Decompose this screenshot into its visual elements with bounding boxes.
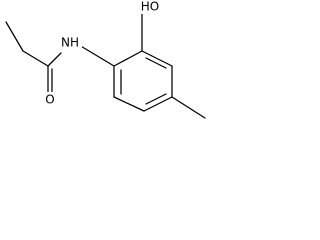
bond-nitrogen-ring xyxy=(78,44,115,67)
ring-bond-4 xyxy=(143,96,173,112)
bond-ring-methyl xyxy=(171,96,206,119)
ring-bond-1 xyxy=(113,50,143,67)
amide-nitrogen-label: NH xyxy=(61,36,79,50)
bond-carbonyl-nitrogen xyxy=(47,52,62,67)
bond-ethyl-terminal xyxy=(5,21,24,52)
bond-ethyl-carbonyl xyxy=(22,50,49,67)
ring-bond-5 xyxy=(113,96,145,112)
amide-nitrogen-label-mask xyxy=(58,35,82,51)
ring-inner-bond-2 xyxy=(145,57,167,69)
ring-bond-2 xyxy=(141,50,173,67)
molecule-structure: HO NH O xyxy=(5,0,206,119)
carbonyl-oxygen-label-mask xyxy=(43,92,57,108)
carbonyl-oxygen-label: O xyxy=(45,93,54,107)
ring-inner-bond-3 xyxy=(145,93,167,105)
hydroxyl-label-mask xyxy=(138,0,160,14)
hydroxyl-label: HO xyxy=(141,0,159,14)
